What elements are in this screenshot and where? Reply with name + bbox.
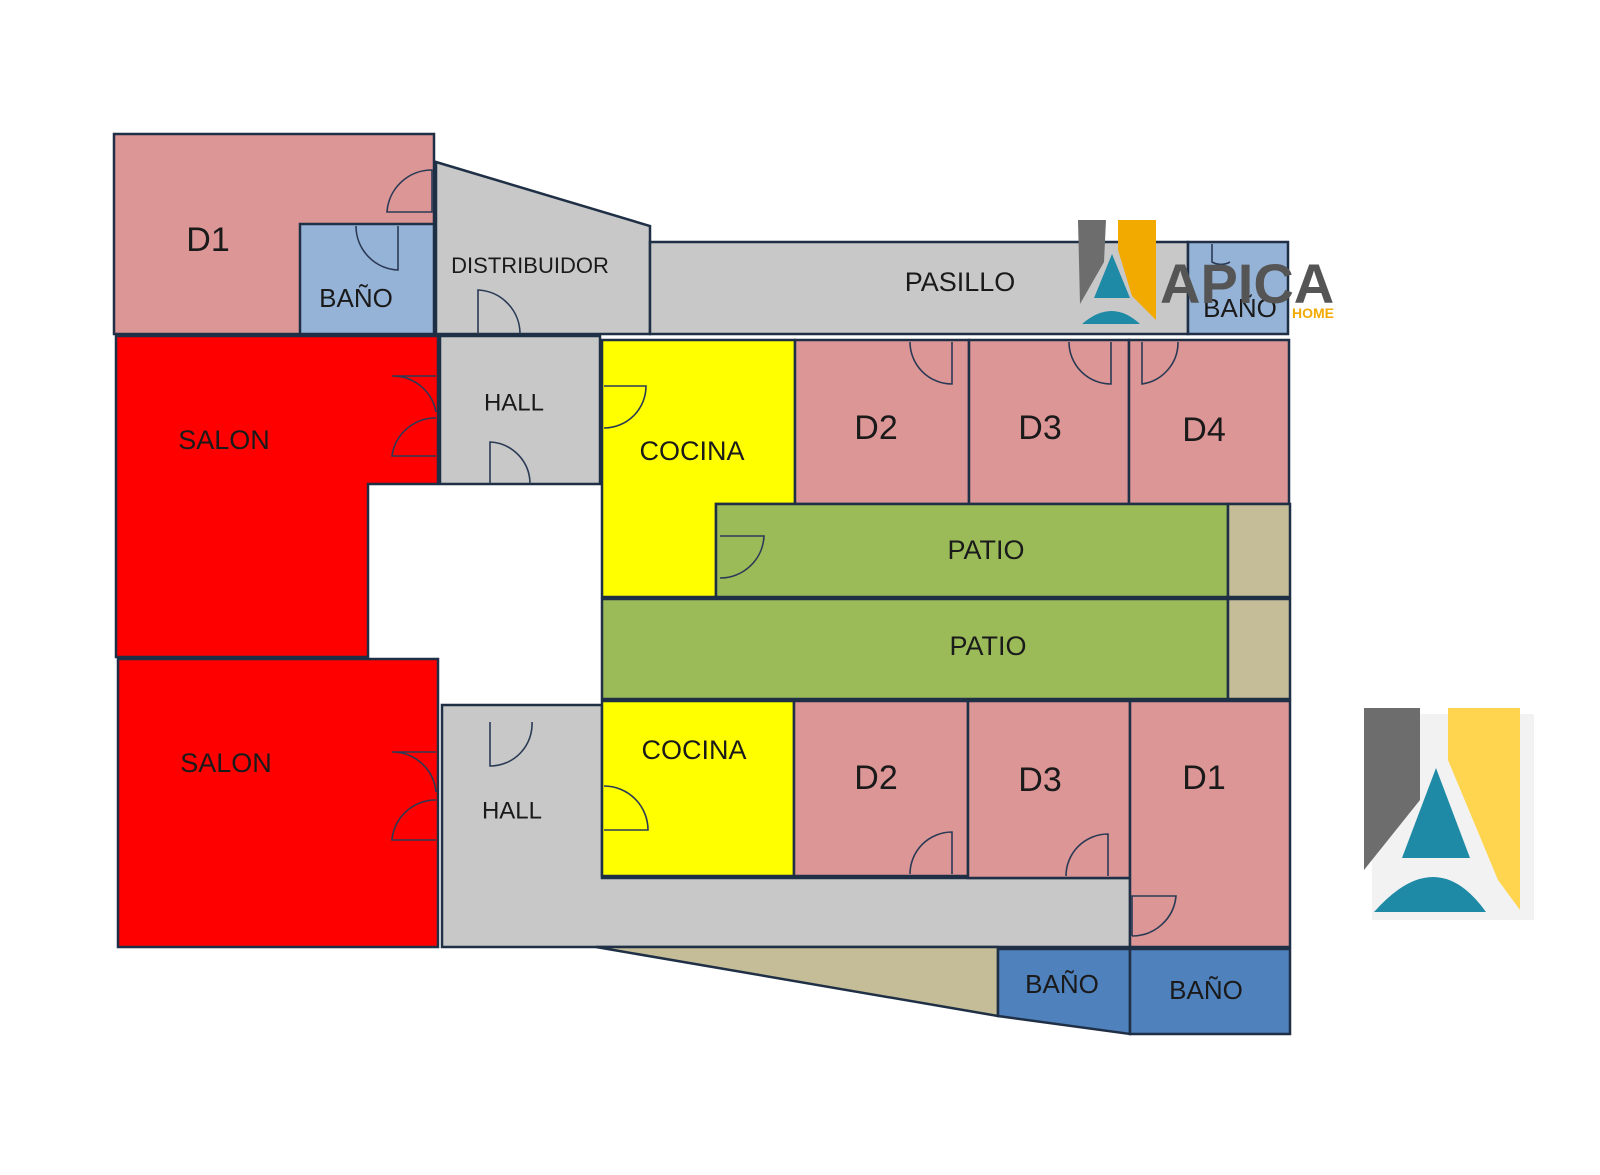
label-bano-d1: BAÑO [319, 283, 393, 313]
apica-logo-teal-a [1094, 254, 1130, 298]
door-swing-icon [1131, 895, 1177, 937]
label-hall-upper: HALL [484, 389, 544, 416]
room-bano-lower-b [1128, 947, 1292, 1036]
door-swing-icon [391, 799, 437, 841]
door-swing-icon [603, 785, 649, 831]
label-hall-lower: HALL [482, 797, 542, 824]
label-d3-lower: D3 [1018, 761, 1061, 799]
door-swings [355, 169, 1231, 937]
room-salon-lower [116, 657, 440, 949]
door-swing-icon [489, 441, 531, 485]
label-d1-lower: D1 [1182, 759, 1225, 797]
label-salon-lower: SALON [180, 748, 272, 778]
label-d1-upper: D1 [186, 221, 229, 259]
room-bano-d1 [298, 222, 436, 336]
logo-gray-bar [1364, 708, 1420, 870]
apica-logo-icon [1364, 708, 1534, 920]
room-d1-lower [1128, 699, 1292, 949]
door-swing-icon [1068, 341, 1112, 385]
door-swing-icon [391, 751, 437, 793]
door-swing-icon [355, 225, 399, 271]
logo-gold-bar [1448, 708, 1520, 910]
label-bano-pasillo: BAÑO [1203, 293, 1277, 323]
room-salon-upper [114, 334, 440, 659]
apica-logo-gold-bar [1118, 220, 1156, 320]
door-swing-icon [909, 831, 953, 875]
terrace-upper [1226, 502, 1292, 599]
door-swing-icon [391, 375, 437, 413]
room-d3-upper [967, 338, 1131, 506]
room-patio-lower [600, 597, 1230, 701]
apica-logo-teal-base [1082, 311, 1140, 324]
room-distribuidor [434, 160, 652, 336]
room-patio-upper [714, 502, 1230, 599]
door-swing-icon [1211, 244, 1231, 266]
room-hall-upper [438, 334, 602, 486]
label-patio-upper: PATIO [947, 535, 1024, 565]
terrace-wedge [595, 945, 1000, 1018]
label-bano-lower-b: BAÑO [1169, 975, 1243, 1005]
door-swing-icon [489, 721, 533, 767]
apica-logo-gray-bar [1078, 220, 1106, 304]
room-d3-lower [966, 699, 1132, 880]
label-d2-lower: D2 [854, 759, 897, 797]
apica-brand-text: APICA [1160, 252, 1334, 315]
label-salon-upper: SALON [178, 425, 270, 455]
terrace-lower [1226, 597, 1292, 701]
label-d4-upper: D4 [1182, 411, 1225, 449]
label-distribuidor: DISTRIBUIDOR [451, 253, 609, 278]
room-labels: D1 BAÑO DISTRIBUIDOR PASILLO BAÑO SALON … [178, 221, 1277, 1005]
logo-teal-base [1374, 877, 1486, 912]
upper-unit [112, 132, 1292, 659]
label-pasillo: PASILLO [905, 267, 1016, 297]
label-patio-lower: PATIO [949, 631, 1026, 661]
door-swing-icon [909, 341, 953, 385]
label-cocina-upper: COCINA [639, 436, 744, 466]
room-d4-upper [1127, 338, 1291, 506]
lower-unit [116, 597, 1292, 1036]
apica-home-text: HOME [1292, 305, 1334, 321]
door-swing-icon [1065, 833, 1109, 877]
label-d2-upper: D2 [854, 409, 897, 447]
door-swing-icon [603, 385, 647, 429]
label-cocina-lower: COCINA [641, 735, 746, 765]
room-bano-pasillo [1186, 240, 1290, 336]
door-swing-icon [391, 417, 437, 457]
room-d2-lower [792, 699, 970, 878]
logo-teal-a [1402, 768, 1470, 858]
door-swing-icon [719, 535, 765, 579]
door-swing-icon [1141, 341, 1179, 385]
label-d3-upper: D3 [1018, 409, 1061, 447]
door-swing-icon [386, 169, 433, 213]
room-cocina-lower [600, 699, 796, 878]
apica-watermark: APICA HOME [1078, 220, 1334, 324]
label-bano-lower-a: BAÑO [1025, 969, 1099, 999]
door-swing-icon [477, 289, 521, 335]
